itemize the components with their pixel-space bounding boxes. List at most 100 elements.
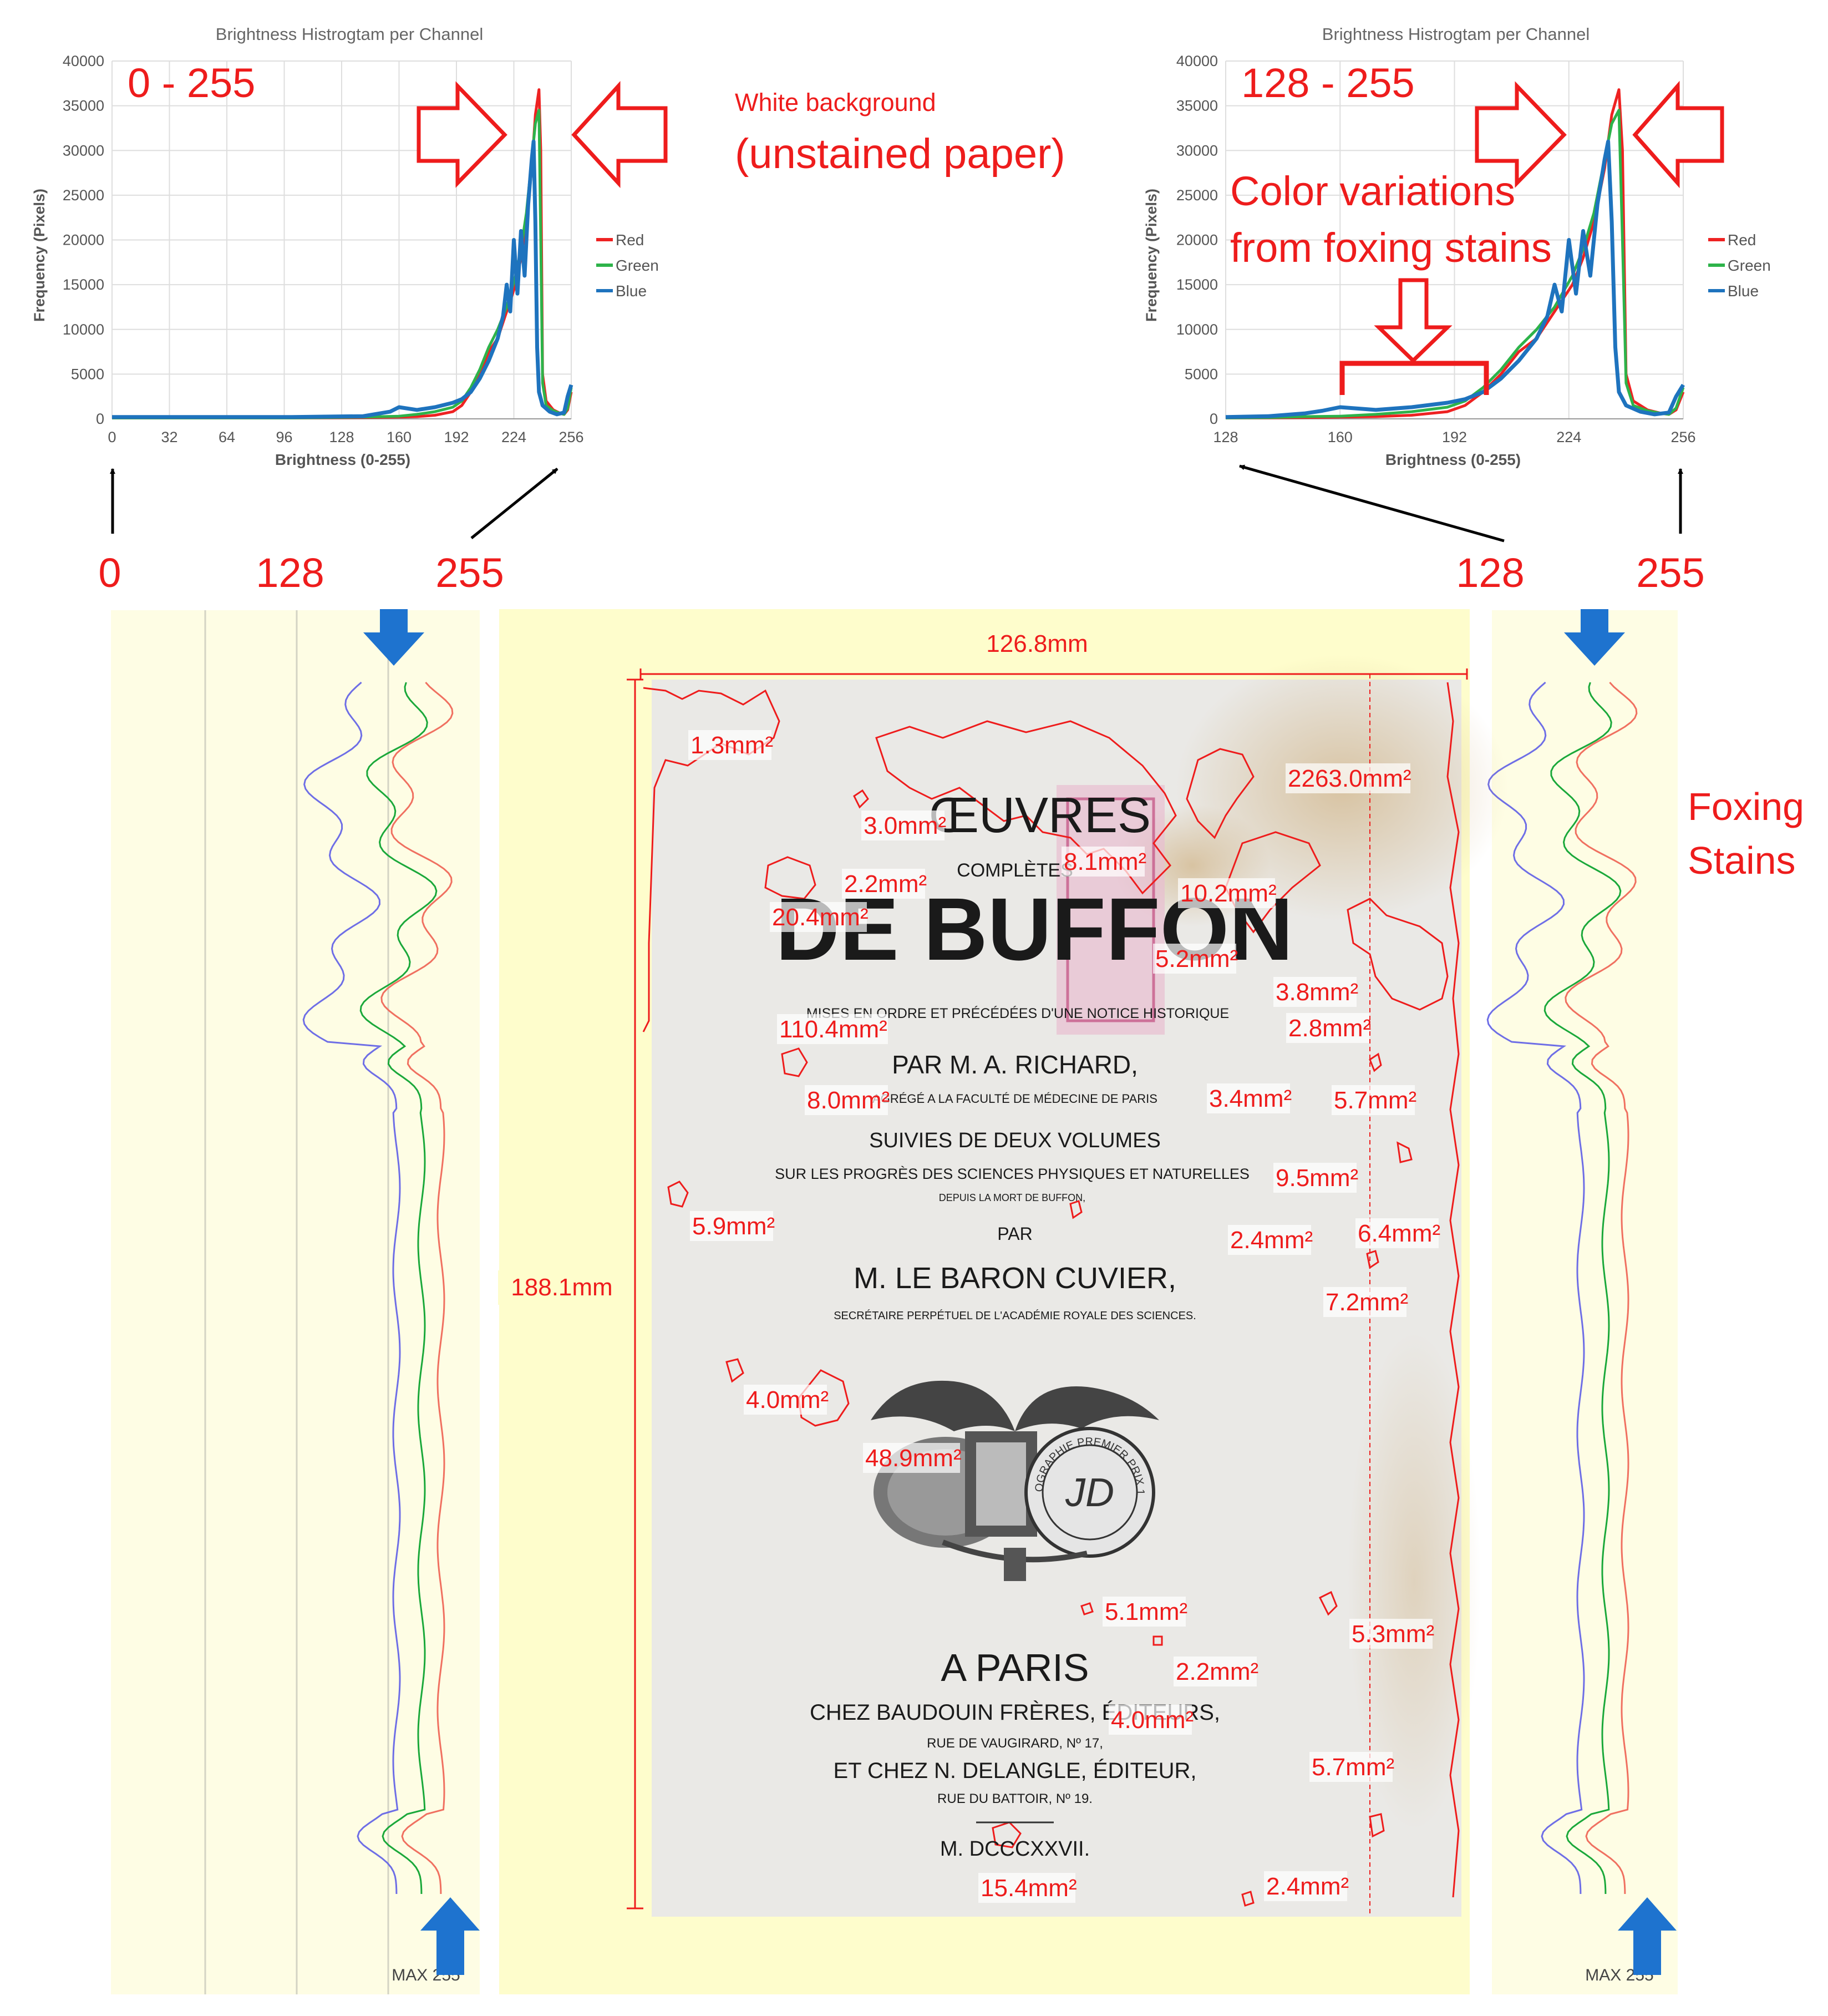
stain-label-bg	[1349, 1619, 1433, 1649]
x-tick-label: 256	[558, 429, 583, 445]
y-tick-label: 30000	[1176, 142, 1218, 159]
measurement-lines	[627, 668, 1468, 1914]
scale-label-128: 128	[256, 550, 324, 596]
series-lines	[112, 88, 573, 419]
stain-area-label: 6.4mm²	[1358, 1220, 1440, 1247]
legend-label: Green	[1728, 257, 1771, 274]
color-variations-label-1: Color variations	[1230, 168, 1515, 214]
y-tick-label: 5000	[1185, 366, 1218, 382]
y-tick-label: 15000	[63, 276, 104, 293]
stain-label-bg	[1207, 1083, 1290, 1113]
page-line: ŒUVRES	[929, 788, 1151, 843]
stain-area-label: 8.0mm²	[807, 1087, 890, 1114]
profile-line	[1486, 681, 1585, 1895]
x-tick-label: 0	[108, 429, 116, 445]
chart-grid	[111, 60, 572, 419]
y-tick-label: 20000	[63, 232, 104, 249]
y-tick-label: 40000	[63, 53, 104, 69]
page-line: COMPLÈTES	[957, 860, 1073, 881]
x-tick-label: 32	[161, 429, 177, 445]
stain-area-label: 5.7mm²	[1334, 1087, 1416, 1114]
histogram-chart-half-range: Brightness Histrogtam per Channel 0 5000 1…	[1143, 24, 1771, 468]
y-tick-label: 15000	[1176, 276, 1218, 293]
stain-area-label: 48.9mm²	[865, 1445, 962, 1472]
x-tick-label: 160	[387, 429, 412, 445]
stain-label-bg	[744, 1385, 827, 1415]
stain-area-label: 8.1mm²	[1064, 848, 1146, 875]
stain-label-bg	[1273, 1163, 1357, 1193]
arrow-down-icon	[363, 609, 424, 666]
x-tick-label: 64	[219, 429, 235, 445]
page-line: A PARIS	[941, 1646, 1089, 1689]
stain-label-bg	[842, 869, 925, 899]
y-tick-label: 25000	[63, 187, 104, 204]
stain-area-label: 5.2mm²	[1155, 945, 1238, 972]
series-line-blue	[112, 139, 573, 419]
x-tick-label: 256	[1670, 429, 1695, 445]
page-line: RUE DE VAUGIRARD, Nº 17,	[927, 1736, 1103, 1751]
stain-label-bg	[978, 1873, 1075, 1903]
white-background-label-2: (unstained paper)	[735, 130, 1065, 178]
y-axis-label: Frequency (Pixels)	[31, 189, 48, 322]
arrow-up-icon	[420, 1897, 480, 1975]
scale-label-128-right: 128	[1456, 550, 1524, 596]
y-tick-label: 10000	[63, 321, 104, 338]
stain-area-label: 5.3mm²	[1352, 1620, 1434, 1648]
stain-label-bg	[1228, 1225, 1311, 1255]
x-tick-label: 160	[1328, 429, 1353, 445]
stain-area-label: 7.2mm²	[1326, 1289, 1408, 1316]
stain-area-label: 110.4mm²	[779, 1016, 887, 1043]
series-line-red	[1225, 88, 1685, 419]
x-tick-label: 128	[329, 429, 354, 445]
white-peak-arrows-left-chart	[417, 80, 668, 188]
x-tick-label: 192	[1442, 429, 1467, 445]
stain-area-label: 15.4mm²	[981, 1875, 1077, 1902]
stain-label-bg	[1332, 1085, 1415, 1115]
foxing-stains-label-2: Stains	[1688, 839, 1796, 882]
page-line: RUE DU BATTOIR, Nº 19.	[937, 1791, 1093, 1806]
stain-label-bg	[1323, 1287, 1406, 1317]
arrow-down-icon	[1374, 278, 1453, 363]
scale-label-255-right: 255	[1636, 550, 1704, 596]
arrow-down-icon	[1564, 609, 1625, 666]
x-axis-label: Brightness (0-255)	[275, 451, 410, 468]
stain-label-bg	[805, 1085, 888, 1115]
y-tick-label: 35000	[1176, 98, 1218, 114]
page-line: PAR	[997, 1224, 1032, 1244]
stain-area-label: 3.0mm²	[864, 812, 946, 839]
width-measurement: 126.8mm	[986, 630, 1088, 657]
stain-label-bg	[1355, 1218, 1439, 1248]
height-measurement: 188.1mm	[511, 1274, 612, 1301]
x-tick-label: 224	[1556, 429, 1581, 445]
x-tick-label: 128	[1213, 429, 1238, 445]
stain-area-label: 2.4mm²	[1230, 1227, 1313, 1254]
stain-label-bg	[688, 730, 771, 760]
page-line: SUIVIES DE DEUX VOLUMES	[869, 1129, 1161, 1152]
stain-label-bg	[1286, 763, 1410, 793]
stain-label-bg	[1286, 1013, 1369, 1043]
scale-label-255: 255	[435, 550, 504, 596]
y-tick-label: 0	[1210, 411, 1218, 427]
arrow-right-icon	[1475, 81, 1567, 188]
stain-label-bg	[1178, 878, 1275, 908]
legend-label: Red	[1728, 231, 1756, 249]
stain-area-label: 2.2mm²	[1176, 1658, 1258, 1685]
stain-area-label: 1.3mm²	[690, 732, 773, 759]
foxing-range-bracket	[1339, 278, 1489, 395]
stain-label-bg	[1103, 1597, 1186, 1627]
y-tick-label: 35000	[63, 98, 104, 114]
stain-area-label: 5.7mm²	[1312, 1754, 1394, 1781]
stain-label-bg	[690, 1211, 773, 1241]
page-line: ET CHEZ N. DELANGLE, ÉDITEUR,	[834, 1758, 1197, 1783]
y-tick-label: 5000	[71, 366, 104, 382]
white-background-label-1: White background	[735, 88, 936, 116]
legend-label: Red	[616, 231, 644, 249]
chart-title: Brightness Histrogtam per Channel	[1322, 24, 1590, 44]
range-label: 128 - 255	[1241, 60, 1415, 106]
stain-area-label: 2.8mm²	[1288, 1015, 1371, 1042]
profile-lines	[1486, 681, 1638, 1895]
